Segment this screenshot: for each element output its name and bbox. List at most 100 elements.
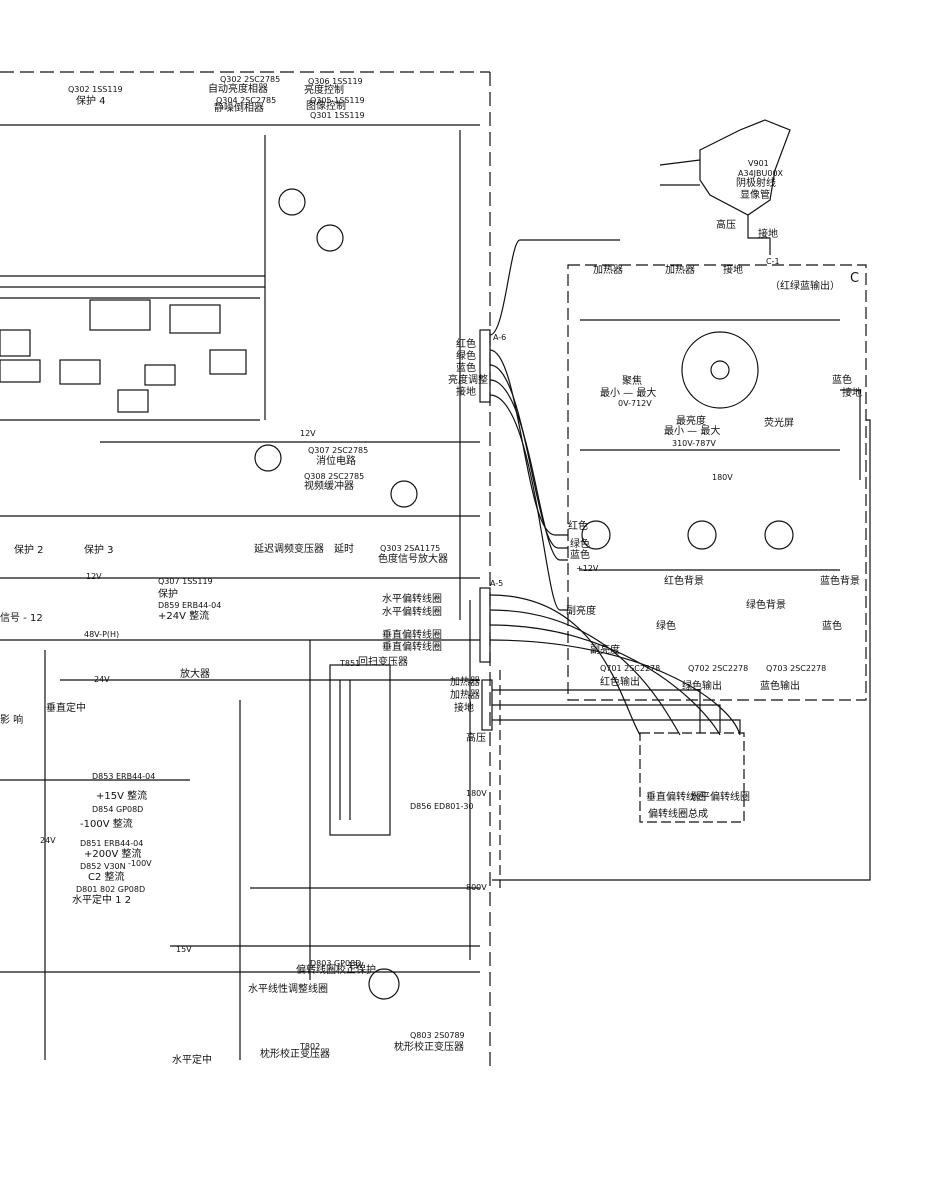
blue-bg-label: 蓝色背景 [820, 576, 860, 587]
v901-label: V901 [748, 159, 769, 168]
q306-label: Q306 1SS119 [308, 77, 363, 86]
q307-desc-label: 消位电路 [316, 456, 356, 467]
focus-label: 聚焦 [622, 376, 642, 387]
fluor-label: 荧光屏 [764, 418, 794, 429]
q307-label: Q307 2SC2785 [308, 446, 369, 455]
yoke-assembly: 偏转线圈总成 [648, 809, 708, 820]
v-shift-label: 影 响 [0, 715, 24, 726]
d852-desc: C2 整流 [88, 872, 125, 883]
q301-label: Q301 1SS119 [310, 111, 365, 120]
rgb-ground-label: 接地 [723, 265, 743, 276]
a6-green: 绿色 [456, 351, 476, 362]
pincushion-xfmr-label: 枕形校正变压器 [260, 1049, 330, 1060]
v24-lower-label: 24V [40, 836, 56, 845]
blue-output-label: 蓝色输出 [760, 681, 800, 692]
v13-label: 13V [348, 961, 364, 970]
green-bg-label: 绿色背景 [746, 600, 786, 611]
flyback-heater-1: 加热器 [450, 677, 480, 688]
blue-top-label: 蓝色 [832, 375, 852, 386]
screen-range-label: 最小 — 最大 [664, 426, 721, 437]
auto-brightness-label: 自动亮度相器 [208, 84, 268, 95]
protect-label: 保护 [158, 589, 178, 600]
protect-4-label: 保护 4 [76, 96, 106, 107]
green-label: 绿色 [656, 621, 676, 632]
q302-label: Q302 1SS119 [68, 85, 123, 94]
brightness-control-label: 亮度控制 [304, 85, 344, 96]
crt-desc-1: 阴极射线 [736, 178, 776, 189]
v800-rail-label: 800V [466, 883, 487, 892]
crt-hv-label: 高压 [716, 220, 736, 231]
q803-label: Q803 2S0789 [410, 1031, 465, 1040]
q302-model-label: Q302 2SC2785 [220, 75, 281, 84]
v12-mid-label: 12V [300, 429, 316, 438]
v100n-label: -100V [128, 859, 152, 868]
delay-xfmr-label: 延迟调频变压器 [254, 544, 324, 555]
noise-inverter-label: 静噪倒相器 [214, 103, 264, 114]
focus-range-label: 最小 — 最大 [600, 388, 657, 399]
v180-rgb-label: 180V [712, 473, 733, 482]
v-center-label: 垂直定中 [46, 703, 86, 714]
v15-label: 15V [176, 945, 192, 954]
flyback-heater-2: 加热器 [450, 690, 480, 701]
crt-desc-2: 显像管 [740, 190, 770, 201]
heater-label-2: 加热器 [665, 265, 695, 276]
q308-label: Q308 2SC2785 [304, 472, 365, 481]
flyback-hv: 高压 [466, 733, 486, 744]
heater-label-1: 加热器 [593, 265, 623, 276]
pincushion-protect-label: 偏转线圈校正保护 [296, 965, 376, 976]
section-letter: C [850, 271, 860, 286]
d803-label: D803 GP08D [310, 959, 362, 968]
a5-name: A-5 [490, 579, 504, 588]
delay-line-label: 延时 [334, 544, 354, 555]
red-bg-label: 红色背景 [664, 576, 704, 587]
sub-brightness-label: 副亮度 [566, 606, 596, 617]
focus-voltage-label: 0V-712V [618, 399, 652, 408]
a6-brightness: 亮度调整 [448, 375, 488, 386]
q307b-label: Q307 1SS119 [158, 577, 213, 586]
green-input-label: 绿色 [570, 539, 590, 550]
t851-label: T851 [340, 659, 361, 668]
q701-label: Q701 2SC2278 [600, 664, 661, 673]
blue-input-label: 蓝色 [570, 550, 590, 561]
d801-label: D801 802 GP08D [76, 885, 146, 894]
red-input-label: 红色 [568, 521, 588, 532]
crt-model-label: A34JBU00X [738, 169, 784, 178]
ground-right-label: 接地 [842, 388, 862, 399]
crt-ground-label: 接地 [758, 229, 778, 240]
d851-desc: +200V 整流 [84, 849, 142, 860]
flyback-ground: 接地 [454, 703, 474, 714]
a5-h-defl-1: 水平偏转线圈 [382, 594, 442, 605]
v24-mid-label: 24V [94, 675, 110, 684]
q308-desc-label: 视频缓冲器 [304, 481, 354, 492]
q304-model-label: Q304 2SC2785 [216, 96, 277, 105]
v12-rail-label: 12V [86, 572, 102, 581]
pincushion-xfmr-2-label: 枕形校正变压器 [394, 1042, 464, 1053]
q303-desc-label: 色度信号放大器 [378, 554, 448, 565]
d853-label: D853 ERB44-04 [92, 772, 156, 781]
green-output-label: 绿色输出 [682, 681, 722, 692]
q303-label: Q303 2SA1175 [380, 544, 441, 553]
d801-desc: 水平定中 1 2 [72, 895, 132, 906]
d854-label: D854 GP08D [92, 805, 144, 814]
a6-red: 红色 [456, 339, 476, 350]
t802-label: T802 [300, 1042, 321, 1051]
q703-label: Q703 2SC2278 [766, 664, 827, 673]
crt-c1-label: C-1 [766, 257, 780, 266]
d852-label: D852 V30N [80, 862, 126, 871]
d854-desc: -100V 整流 [80, 819, 133, 830]
h-lin-label: 水平线性调整线圈 [248, 984, 328, 995]
yoke-h-coil: 水平偏转线圈 [690, 792, 750, 803]
amp-label: 放大器 [180, 669, 210, 680]
d851-label: D851 ERB44-04 [80, 839, 144, 848]
protect-2-label: 保护 2 [14, 545, 44, 556]
h-center-label: 水平定中 [172, 1055, 212, 1066]
v48-rail-label: 48V-P(H) [84, 630, 120, 639]
a6-name: A-6 [493, 333, 507, 342]
a6-ground: 接地 [456, 387, 476, 398]
a5-h-defl-2: 水平偏转线圈 [382, 607, 442, 618]
signal-12-label: 信号 - 12 [0, 613, 43, 624]
d859-desc-label: +24V 整流 [158, 611, 210, 622]
v180-rail-label: 180V [466, 789, 487, 798]
v12-rgb-label: +12V [576, 564, 599, 573]
